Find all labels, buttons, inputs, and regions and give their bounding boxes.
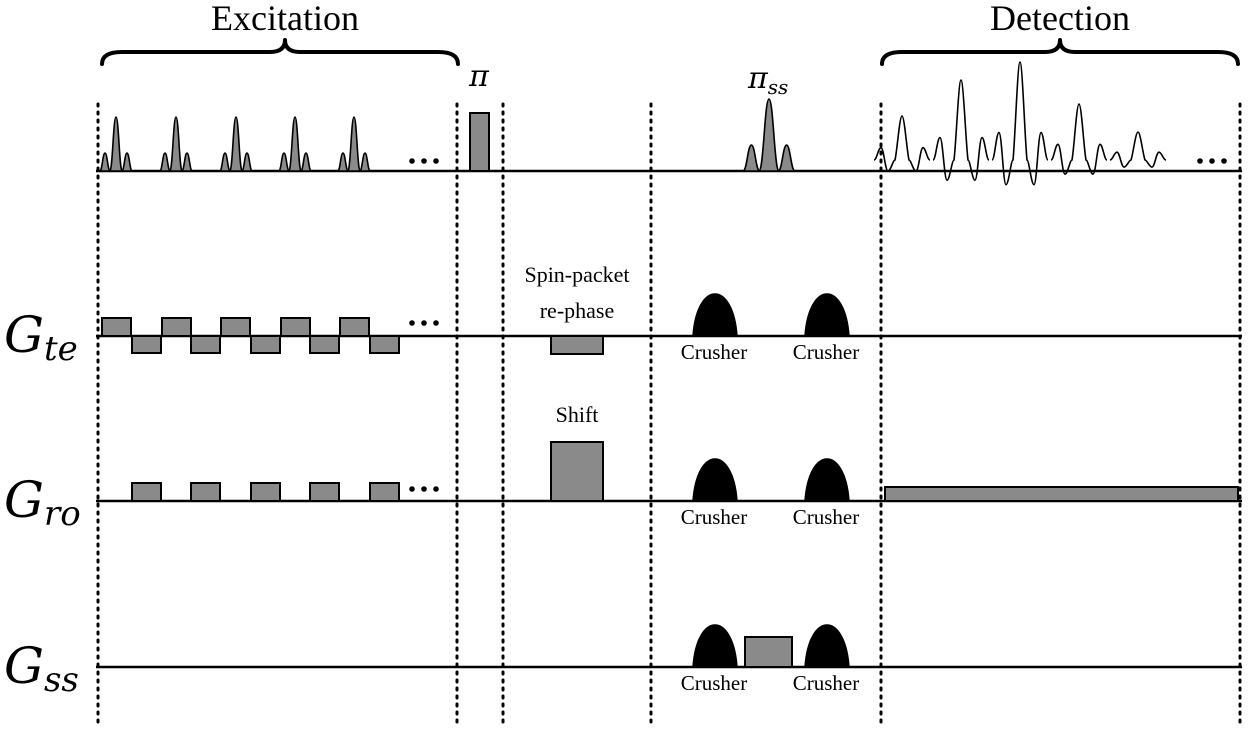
crusher-label: Crusher (793, 340, 860, 364)
ellipsis-icon (421, 158, 427, 164)
readout-gradient (884, 486, 1239, 502)
ellipsis-icon (1209, 158, 1215, 164)
ellipsis-icon (1197, 158, 1203, 164)
ellipsis-icon (409, 158, 415, 164)
rephase-label: Spin-packet (524, 262, 629, 287)
crusher-lobe (692, 293, 738, 337)
ellipsis-icon (1221, 158, 1227, 164)
gro-axis-label: Gro (4, 471, 81, 534)
detection-echo-train (873, 61, 1167, 186)
echo-signal (1109, 131, 1167, 168)
gro-blip (309, 482, 340, 502)
gro-blip-train (131, 482, 400, 502)
rephase-gradient (550, 335, 604, 355)
gte-positive-blip (161, 317, 192, 337)
ellipsis-icon (421, 486, 427, 492)
crusher-lobe (804, 624, 850, 668)
excitation-pulse (337, 116, 371, 172)
excitation-pulse (219, 116, 253, 172)
gte-positive-blip (280, 317, 311, 337)
ellipsis-icon (433, 320, 439, 326)
pi-label: π (468, 59, 490, 94)
gte-negative-blip (190, 335, 221, 354)
gte-negative-blip (250, 335, 281, 354)
slice-select-gradient (744, 636, 793, 668)
crusher-group (692, 293, 850, 668)
crusher-label: Crusher (681, 671, 748, 695)
excitation-brace (100, 38, 460, 66)
echo-signal (873, 115, 931, 172)
crusher-lobe (804, 293, 850, 337)
shift-gradient (550, 441, 604, 502)
gte-axis-label: Gte (4, 306, 78, 369)
gte-positive-blip (220, 317, 251, 337)
crusher-lobe (692, 458, 738, 502)
gte-negative-blip (369, 335, 400, 354)
detection-brace (880, 38, 1240, 66)
ellipsis-icon (421, 320, 427, 326)
crusher-label: Crusher (793, 505, 860, 529)
crusher-lobe (804, 458, 850, 502)
gte-negative-blip (309, 335, 340, 354)
pi-ss-pulse (742, 98, 796, 172)
gss-axis-label: Gss (4, 637, 79, 700)
rephase-label: re-phase (540, 298, 615, 323)
excitation-pulse (159, 116, 193, 172)
crusher-label: Crusher (681, 340, 748, 364)
pi-ss-label: πss (747, 61, 788, 99)
gro-blip (369, 482, 400, 502)
pi-ss-lobes (742, 98, 796, 172)
gte-blip-train (101, 317, 400, 354)
detection-header: Detection (990, 0, 1130, 38)
excitation-pulse-train (99, 116, 371, 172)
gro-blip (190, 482, 221, 502)
crusher-lobe (692, 624, 738, 668)
ellipsis-icon (409, 486, 415, 492)
gro-blip (131, 482, 162, 502)
gro-blip (250, 482, 281, 502)
gte-negative-blip (131, 335, 162, 354)
pi-pulse (469, 112, 490, 172)
ellipsis-icon (409, 320, 415, 326)
ellipsis-icon (433, 158, 439, 164)
crusher-label: Crusher (793, 671, 860, 695)
ellipsis-icon (433, 486, 439, 492)
echo-signal (1050, 103, 1108, 175)
gte-positive-blip (339, 317, 370, 337)
echo-signal (932, 79, 990, 181)
excitation-pulse (278, 116, 312, 172)
echo-signal (991, 61, 1049, 186)
crusher-label: Crusher (681, 505, 748, 529)
excitation-header: Excitation (211, 0, 359, 38)
shift-label: Shift (556, 402, 599, 427)
excitation-pulse (99, 116, 133, 172)
gte-positive-blip (101, 317, 132, 337)
